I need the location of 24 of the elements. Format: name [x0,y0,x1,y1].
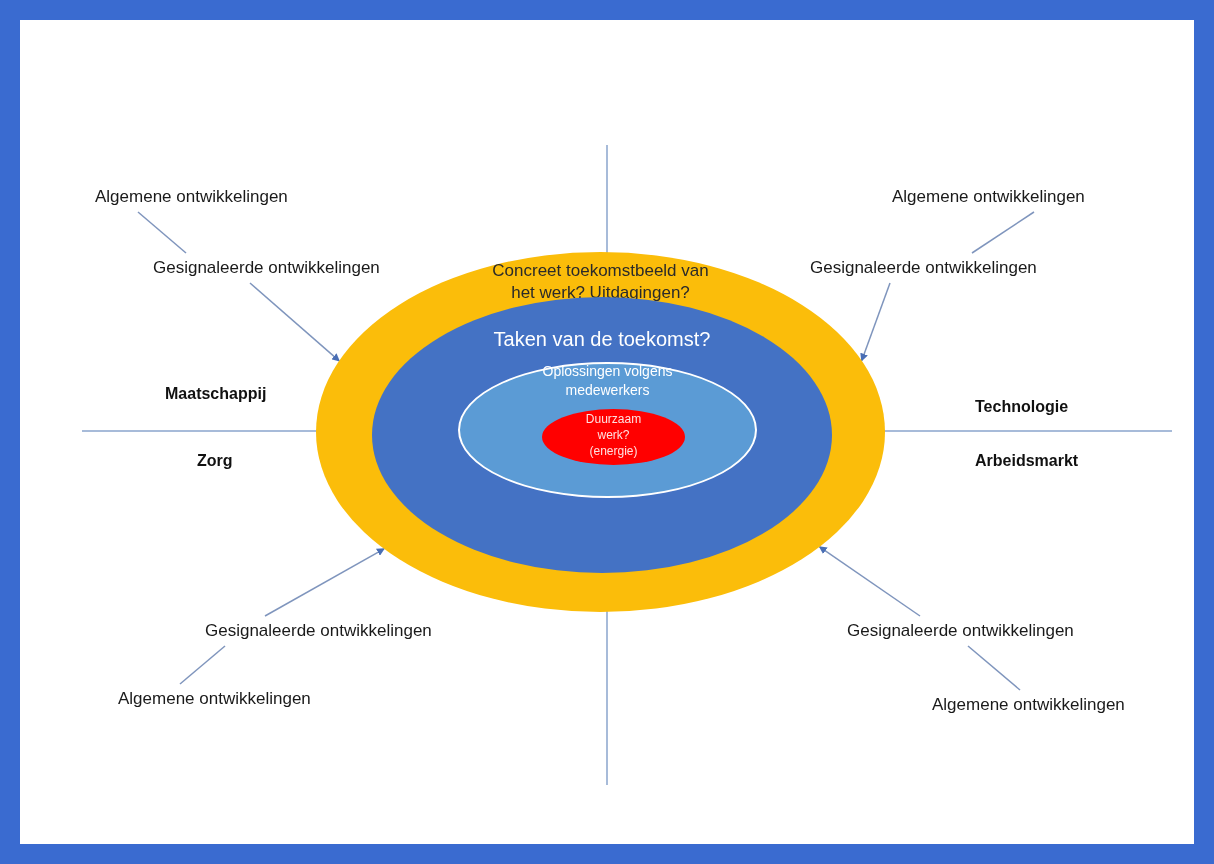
quadrant-label: Technologie [975,398,1069,416]
ellipse-label: Taken van de toekomst? [492,327,712,351]
development-label: Gesignaleerde ontwikkelingen [810,257,1037,279]
ellipse-label: Oplossingen volgens medewerkers [541,362,674,400]
quadrant-label: Zorg [197,452,233,470]
arrow [818,546,921,617]
development-label: Algemene ontwikkelingen [95,186,288,208]
ellipse-label: Concreet toekomstbeeld van het werk? Uitdagingen? [491,260,710,304]
connector-line [967,645,1021,691]
arrow [264,548,385,617]
arrow [860,282,891,362]
quadrant-label: Arbeidsmarkt [975,452,1079,470]
development-label: Algemene ontwikkelingen [932,694,1125,716]
development-label: Gesignaleerde ontwikkelingen [153,257,380,279]
ellipse-label: Duurzaam werk? (energie) [584,411,643,459]
development-label: Gesignaleerde ontwikkelingen [847,620,1074,642]
connector-line [971,211,1035,254]
development-label: Algemene ontwikkelingen [892,186,1085,208]
connector-line [179,645,226,685]
development-label: Gesignaleerde ontwikkelingen [205,620,432,642]
arrow [249,282,340,362]
development-label: Algemene ontwikkelingen [118,688,311,710]
quadrant-label: Maatschappij [165,385,267,403]
connector-line [137,211,187,254]
